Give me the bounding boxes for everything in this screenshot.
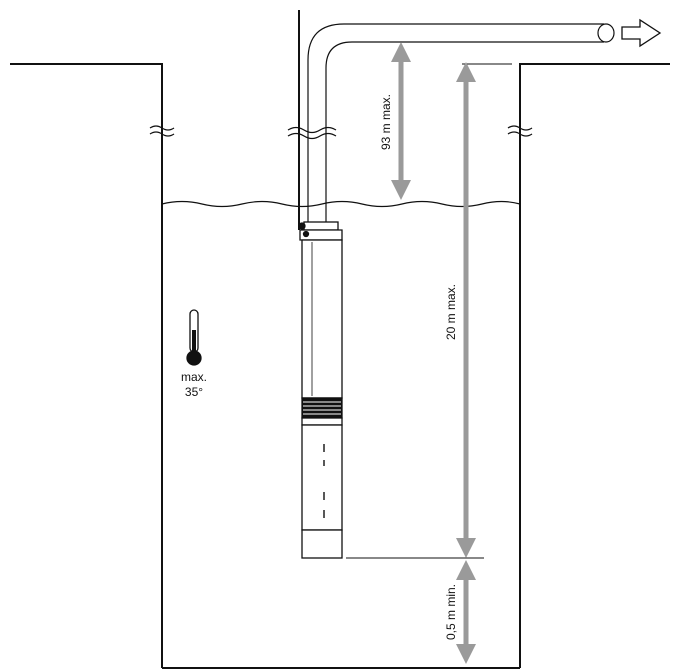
dimension-arrows xyxy=(391,42,476,664)
label-05m-min: 0,5 m min. xyxy=(444,584,458,640)
wavy-break-icon xyxy=(149,125,533,140)
reference-lines xyxy=(346,63,512,559)
discharge-pipe xyxy=(307,23,615,222)
well-outline xyxy=(10,63,670,669)
label-93m-max: 93 m max. xyxy=(379,94,393,150)
temperature-max-label: max. xyxy=(181,370,207,384)
label-20m-max: 20 m max. xyxy=(444,284,458,340)
temperature-value-label: 35° xyxy=(185,385,203,399)
thermometer-icon xyxy=(186,309,202,366)
arrow-right-icon xyxy=(621,18,662,48)
submersible-pump xyxy=(298,221,343,559)
